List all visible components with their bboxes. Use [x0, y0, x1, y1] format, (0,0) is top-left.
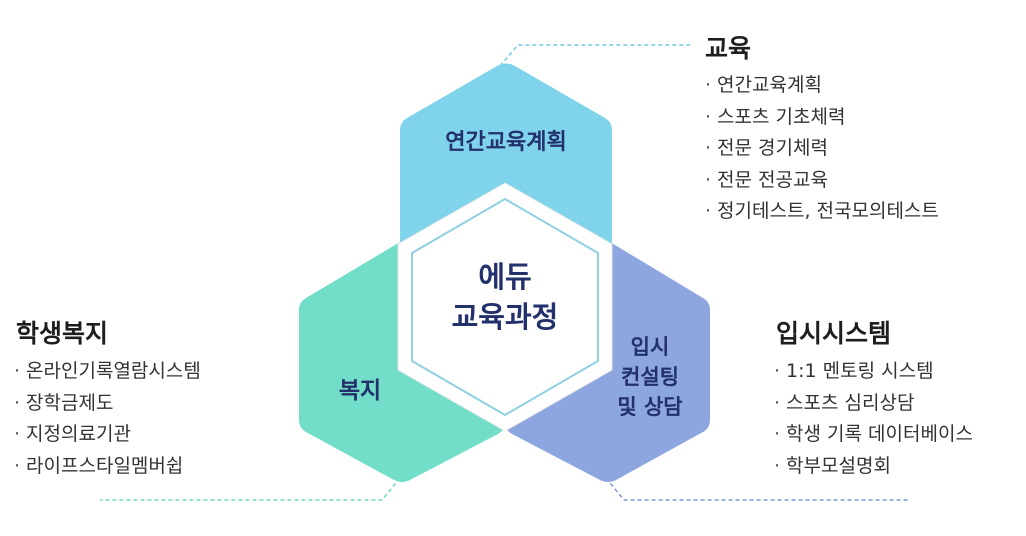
education-item: 전문 전공교육: [705, 165, 939, 197]
hexagon-left-label: 복지: [338, 378, 382, 404]
admission-item: 학생 기록 데이터베이스: [774, 419, 973, 451]
welfare-item: 지정의료기관: [14, 419, 201, 451]
center-hexagon-inner: [411, 198, 599, 416]
welfare-heading: 학생복지: [16, 319, 109, 348]
center-label-line-1: 에듀: [478, 260, 532, 294]
education-item: 정기테스트, 전국모의테스트: [705, 196, 939, 228]
welfare-item: 온라인기록열람시스템: [14, 356, 201, 388]
welfare-item: 장학금제도: [14, 388, 201, 420]
center-label: 에듀 교육과정: [430, 257, 580, 337]
education-item: 전문 경기체력: [705, 133, 939, 165]
welfare-connector: [100, 477, 401, 501]
welfare-item: 라이프스타일멤버쉽: [14, 451, 201, 483]
hexagon-right-line-1: 입시: [630, 335, 670, 359]
admission-connector: [605, 477, 910, 501]
hexagon-top-label: 연간교육계획: [445, 130, 567, 155]
education-item: 연간교육계획: [705, 70, 939, 102]
admission-item: 학부모설명회: [774, 451, 973, 483]
admission-list: 1:1 멘토링 시스템 스포츠 심리상담 학생 기록 데이터베이스 학부모설명회: [774, 356, 973, 482]
hexagon-right-line-3: 및 상담: [617, 395, 683, 419]
education-list: 연간교육계획 스포츠 기초체력 전문 경기체력 전문 전공교육 정기테스트, 전…: [705, 70, 939, 228]
admission-item: 스포츠 심리상담: [774, 388, 973, 420]
hexagon-right-line-2: 컨설팅: [621, 365, 679, 389]
welfare-list: 온라인기록열람시스템 장학금제도 지정의료기관 라이프스타일멤버쉽: [14, 356, 201, 482]
admission-item: 1:1 멘토링 시스템: [774, 356, 973, 388]
education-item: 스포츠 기초체력: [705, 102, 939, 134]
admission-heading: 입시시스템: [776, 319, 892, 348]
education-connector: [499, 44, 690, 67]
education-heading: 교육: [705, 34, 752, 63]
center-label-line-2: 교육과정: [451, 300, 559, 334]
hexagon-right-label: 입시 컨설팅 및 상담: [595, 332, 705, 422]
